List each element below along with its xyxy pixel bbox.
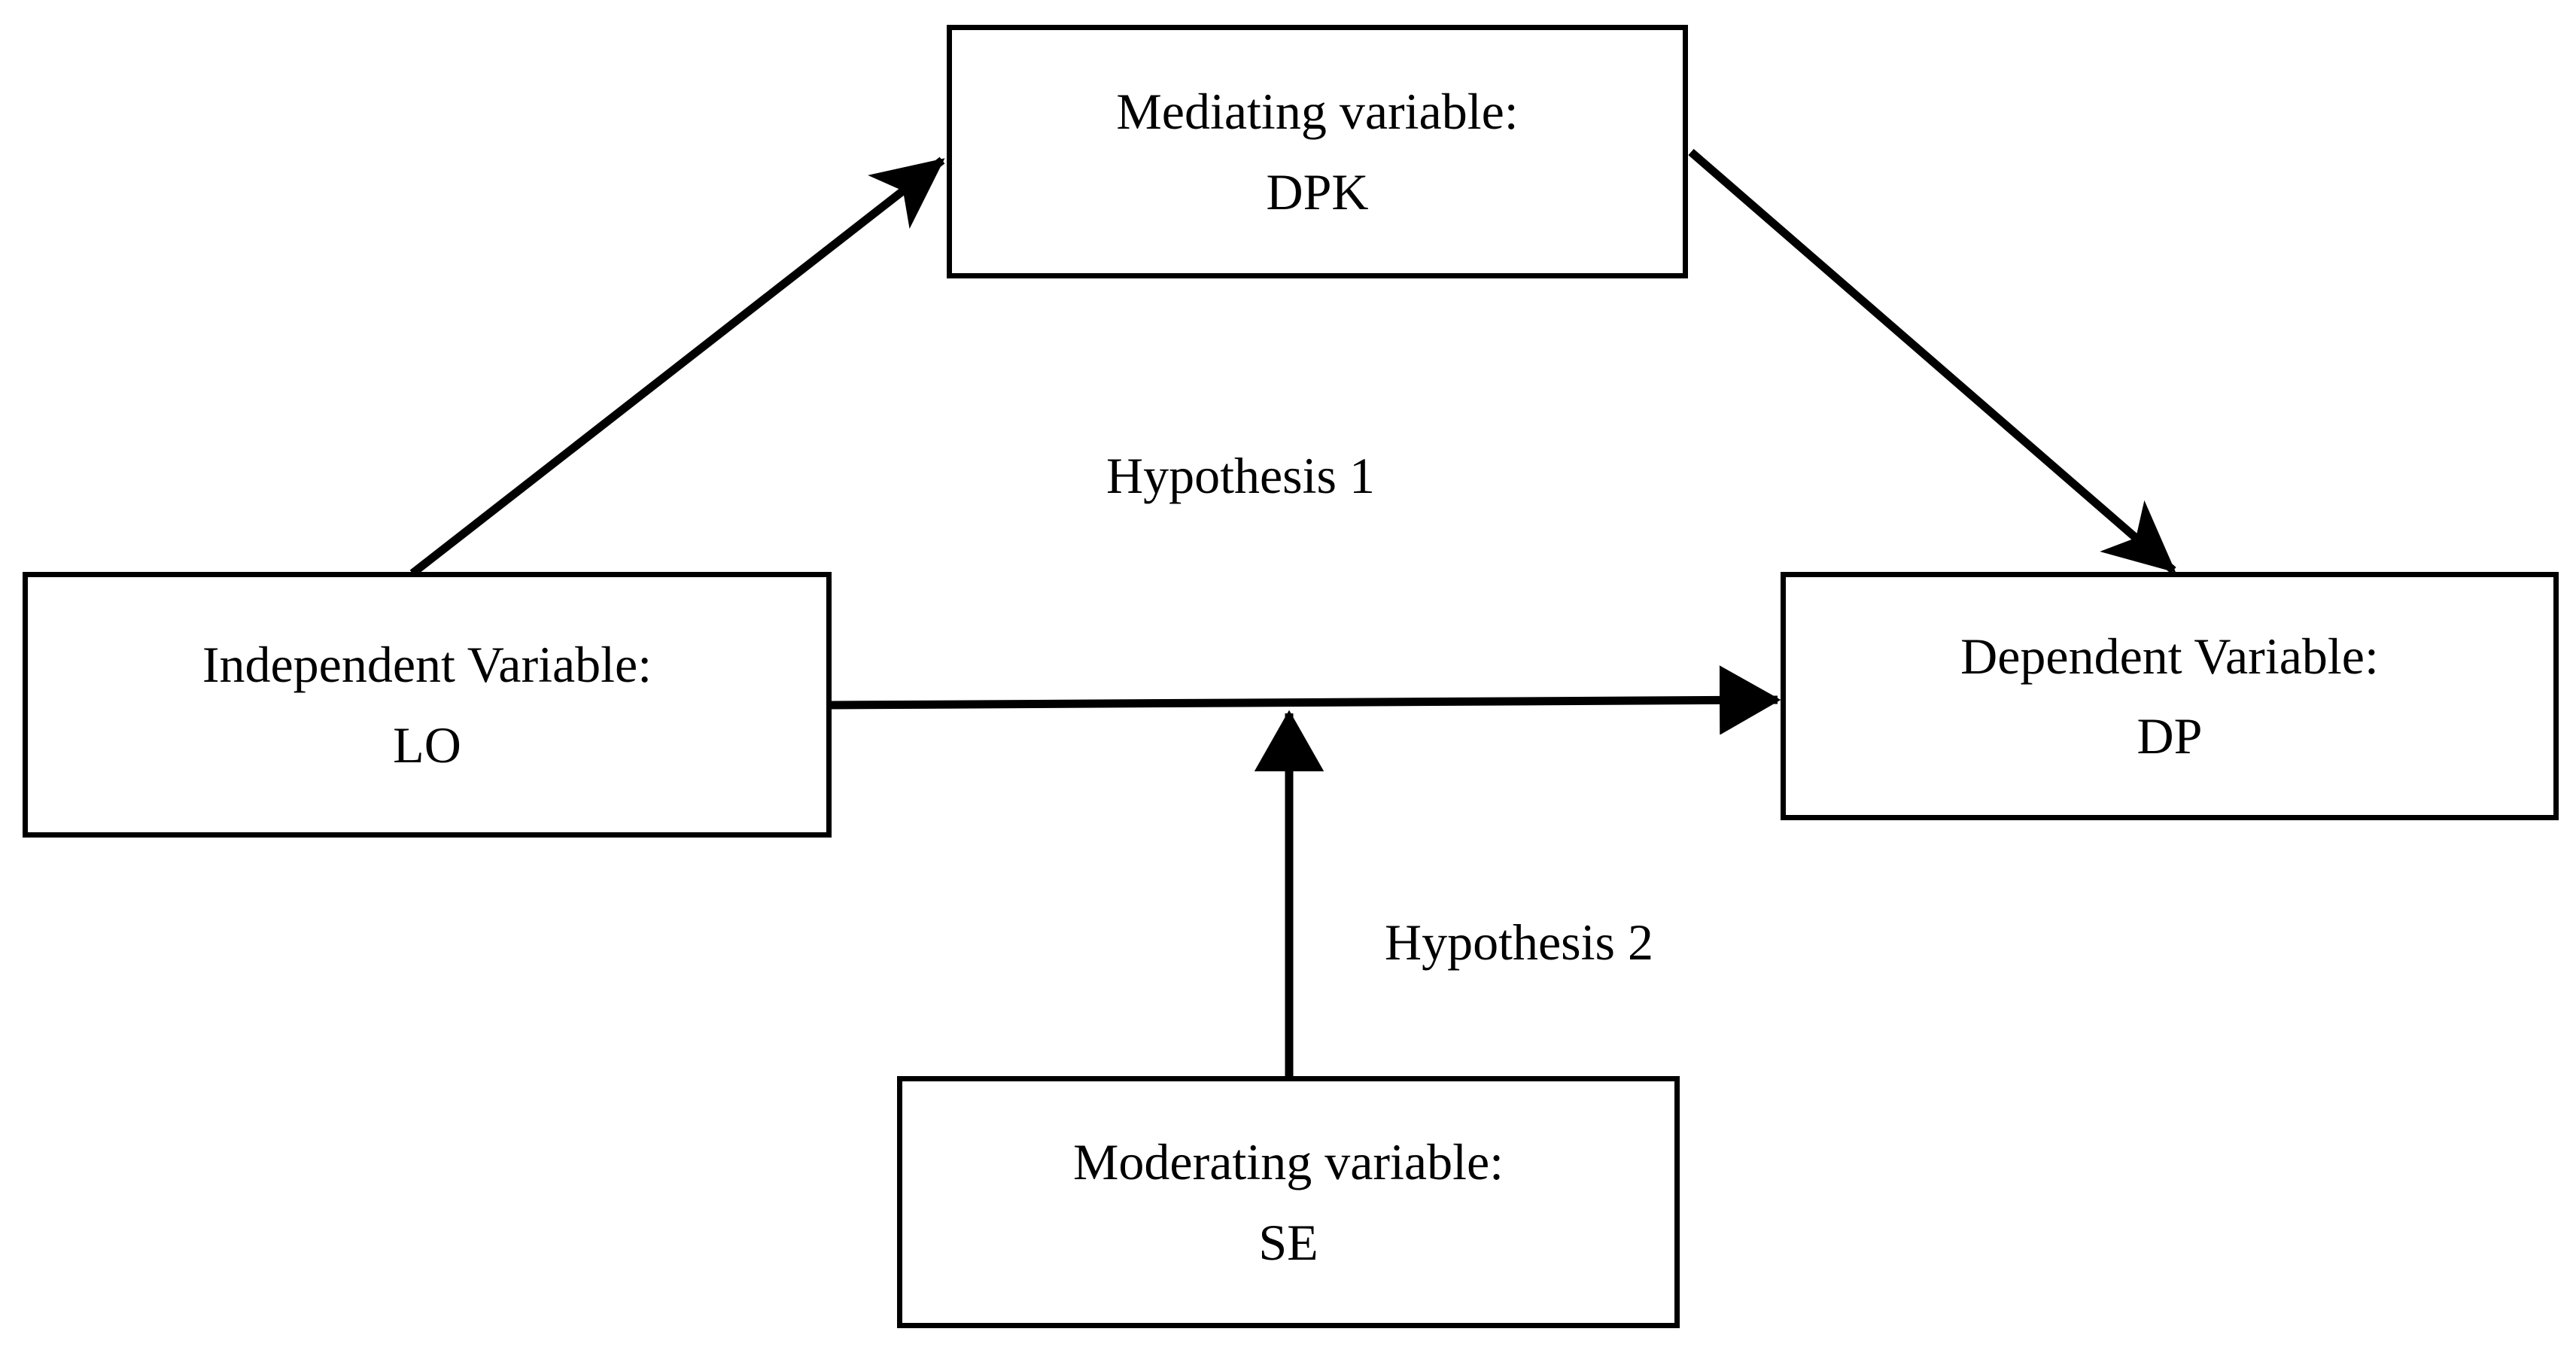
edge-dpk-to-dp: [1688, 148, 2176, 574]
node-moderating-code: SE: [1258, 1213, 1318, 1271]
node-independent-code: LO: [393, 716, 461, 774]
node-mediating-code: DPK: [1266, 163, 1369, 220]
node-dependent-variable[interactable]: Dependent Variable: DP: [1781, 572, 2559, 820]
node-mediating-role: Mediating variable:: [1116, 83, 1519, 141]
node-mediating-variable[interactable]: Mediating variable: DPK: [947, 25, 1688, 278]
node-independent-role: Independent Variable:: [202, 636, 652, 694]
edge-lo-to-dpk: [409, 157, 945, 577]
hypothesis-2-label: Hypothesis 2: [1385, 914, 1653, 971]
hypothesis-1-label: Hypothesis 1: [1106, 447, 1375, 504]
node-dependent-role: Dependent Variable:: [1960, 627, 2379, 685]
node-dependent-code: DP: [2137, 707, 2203, 765]
edge-lo-to-dp: [831, 665, 1781, 735]
node-moderating-role: Moderating variable:: [1072, 1133, 1504, 1191]
node-moderating-variable[interactable]: Moderating variable: SE: [897, 1076, 1680, 1328]
node-independent-variable[interactable]: Independent Variable: LO: [23, 572, 832, 838]
